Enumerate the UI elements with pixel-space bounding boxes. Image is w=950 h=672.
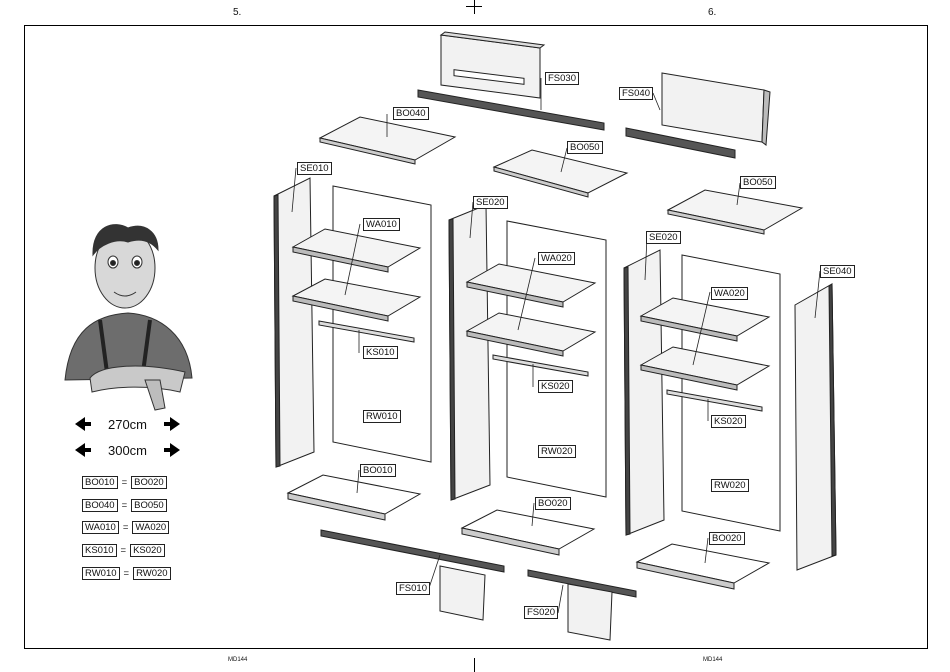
equivalence-row: BO010 = BO020 <box>82 476 167 489</box>
dimension-label: 300cm <box>108 443 147 458</box>
part-code: KS020 <box>130 544 165 557</box>
arrow-left-icon <box>75 443 85 457</box>
equivalence-row: KS010 = KS020 <box>82 544 165 557</box>
arrow-right-icon <box>170 417 180 431</box>
equals-sign: = <box>123 522 129 533</box>
dimension-270: 270cm <box>75 416 180 432</box>
equals-sign: = <box>124 568 130 579</box>
part-code: WA020 <box>132 521 169 534</box>
equivalence-row: WA010 = WA020 <box>82 521 169 534</box>
part-code: RW020 <box>133 567 171 580</box>
part-code: BO020 <box>131 476 167 489</box>
part-code: WA010 <box>82 521 119 534</box>
arrow-right-icon <box>170 443 180 457</box>
dimension-label: 270cm <box>108 417 147 432</box>
part-code: BO010 <box>82 476 118 489</box>
part-code: BO040 <box>82 499 118 512</box>
part-code: BO050 <box>131 499 167 512</box>
arrow-left-icon <box>75 417 85 431</box>
equals-sign: = <box>122 500 128 511</box>
part-code: RW010 <box>82 567 120 580</box>
equivalence-row: RW010 = RW020 <box>82 567 171 580</box>
equals-sign: = <box>122 477 128 488</box>
part-code: KS010 <box>82 544 117 557</box>
equivalence-row: BO040 = BO050 <box>82 499 167 512</box>
equals-sign: = <box>121 545 127 556</box>
dimension-300: 300cm <box>75 442 180 458</box>
